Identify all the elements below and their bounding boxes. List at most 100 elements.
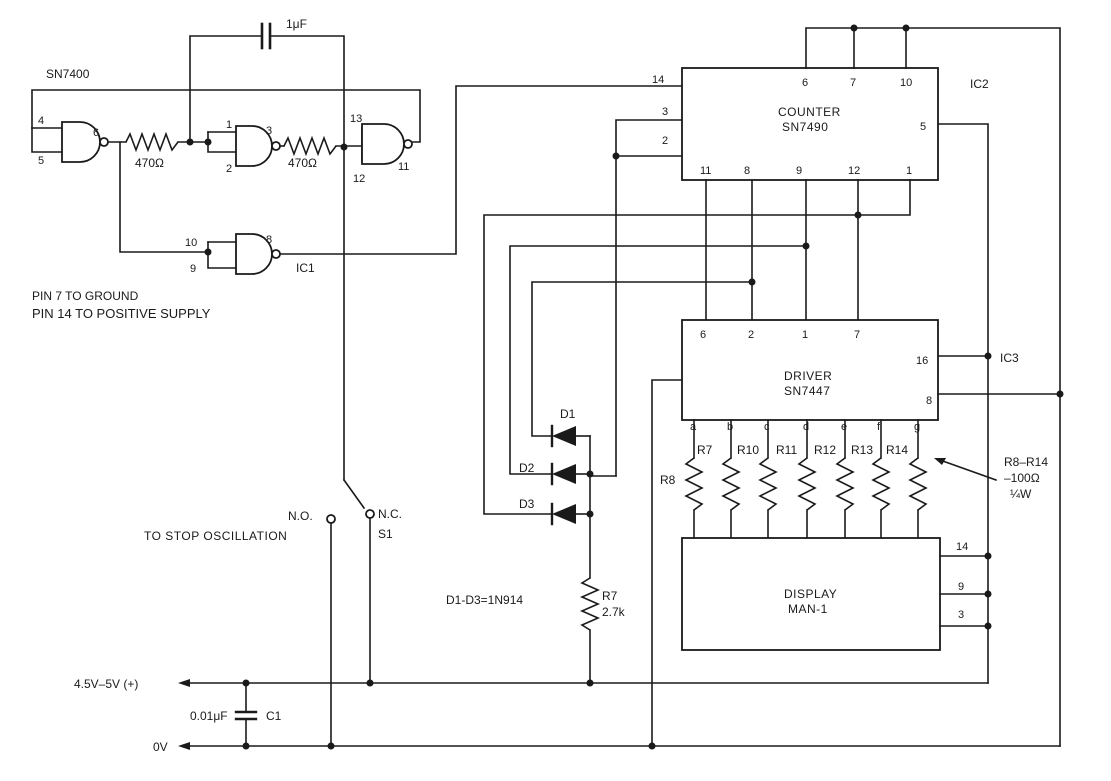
- diode-d1-label: D1: [560, 407, 576, 421]
- gate4-pin-b: 9: [190, 263, 196, 275]
- segment-b: b: [727, 421, 733, 433]
- counter-bottom-pin-1: 1: [906, 165, 912, 177]
- segment-resistor-g: [908, 419, 928, 539]
- counter-right-pin-5: 5: [920, 121, 926, 133]
- gate3-pin-a: 13: [350, 113, 362, 125]
- driver-top-pin-2: 2: [748, 329, 754, 341]
- switch-no-label: N.O.: [288, 509, 313, 523]
- supply-rails: 4.5V–5V (+) 0V 0.01μF C1: [74, 677, 1061, 754]
- r7-name: R7: [602, 589, 618, 603]
- counter-top-pin-6: 6: [802, 77, 808, 89]
- driver-ic3: DRIVER SN7447 IC3 6 2 1 7 16 8 a b c d e…: [242, 319, 1064, 750]
- oscillator-section: SN7400 4 5 6 470Ω 1μF 1 2 3 4: [31, 17, 683, 321]
- resistor-r7: [580, 577, 600, 631]
- ic3-label: IC3: [1000, 351, 1019, 365]
- c1-name: C1: [266, 709, 282, 723]
- segment-resistor-e: [835, 419, 855, 539]
- resistor-label-r14: R14: [886, 443, 908, 457]
- resistor-power-note: ¼W: [1010, 487, 1032, 501]
- counter-bottom-pin-9: 9: [796, 165, 802, 177]
- diode-d2: [550, 462, 591, 486]
- switch-s1: N.O. N.C. S1 TO STOP OSCILLATION: [144, 146, 402, 750]
- segment-resistor-a: [684, 419, 704, 539]
- power-note-ground: PIN 7 TO GROUND: [32, 289, 139, 303]
- ic-family-label: SN7400: [46, 67, 90, 81]
- diode-d3: [550, 502, 591, 526]
- driver-top-pin-1: 1: [802, 329, 808, 341]
- counter-top-pin-10: 10: [900, 77, 912, 89]
- display-pin-9: 9: [958, 581, 964, 593]
- segment-resistor-b: [721, 419, 741, 539]
- positive-rail-arrow: [178, 679, 190, 687]
- r7-value: 2.7k: [602, 605, 626, 619]
- switch-nc-label: N.C.: [378, 507, 402, 521]
- driver-box: [681, 319, 939, 421]
- gate3-pin-b: 12: [353, 173, 365, 185]
- segment-c: c: [764, 421, 770, 433]
- display-man1: DISPLAY MAN-1 14 9 3: [681, 537, 992, 651]
- gate2-pin-out: 3: [266, 125, 272, 137]
- display-box: [681, 537, 941, 651]
- c1-value: 0.01μF: [190, 709, 228, 723]
- gate2-pin-a: 1: [226, 119, 232, 131]
- power-note-supply: PIN 14 TO POSITIVE SUPPLY: [32, 306, 211, 321]
- resistor-470-a: [125, 131, 179, 153]
- resistor-range-note: R8–R14: [1004, 455, 1048, 469]
- segment-resistor-c: [758, 419, 778, 539]
- gate3-pin-out: 11: [398, 161, 409, 173]
- gate1-pin-b: 5: [38, 155, 44, 167]
- positive-supply-label: 4.5V–5V (+): [74, 677, 138, 691]
- counter-ic2: COUNTER SN7490 IC2 6 7 10 14 3 2 5 11 8 …: [483, 24, 1061, 747]
- gate2-pin-b: 2: [226, 163, 232, 175]
- resistor-470-a-value: 470Ω: [135, 156, 164, 170]
- resistor-label-r13: R13: [851, 443, 873, 457]
- segment-resistor-f: [871, 419, 891, 539]
- segment-resistors: R8 R7 R10 R11 R12 R13 R14 R8–R14 –100Ω ¼…: [660, 419, 1048, 539]
- counter-bottom-pin-8: 8: [744, 165, 750, 177]
- driver-part: SN7447: [784, 384, 830, 398]
- diode-d3-label: D3: [519, 497, 535, 511]
- gate4-pin-a: 10: [185, 237, 197, 249]
- counter-top-pin-7: 7: [850, 77, 856, 89]
- segment-f: f: [877, 421, 881, 433]
- driver-right-pin-16: 16: [916, 355, 928, 367]
- capacitor-1uf-value: 1μF: [286, 17, 307, 31]
- gate1-pin-out: 6: [93, 127, 99, 139]
- diode-d2-label: D2: [519, 461, 535, 475]
- driver-top-pin-6: 6: [700, 329, 706, 341]
- resistor-label-r7: R7: [697, 443, 713, 457]
- segment-g: g: [914, 421, 920, 433]
- display-pin-14: 14: [956, 541, 968, 553]
- resistor-470-b: [283, 135, 337, 157]
- resistor-470-b-value: 470Ω: [288, 156, 317, 170]
- switch-note: TO STOP OSCILLATION: [144, 529, 287, 543]
- ground-rail-arrow: [178, 742, 190, 750]
- counter-left-pin-2: 2: [662, 135, 668, 147]
- diode-note: D1-D3=1N914: [446, 593, 523, 607]
- diode-d1: [550, 424, 591, 448]
- counter-left-pin-3: 3: [662, 106, 668, 118]
- resistor-label-r8: R8: [660, 473, 676, 487]
- resistor-label-r10: R10: [737, 443, 759, 457]
- segment-resistor-d: [797, 419, 817, 539]
- counter-left-pin-14: 14: [652, 74, 664, 86]
- segment-d: d: [803, 421, 809, 433]
- ic1-label: IC1: [296, 261, 315, 275]
- driver-right-pin-8: 8: [926, 395, 932, 407]
- driver-title: DRIVER: [784, 369, 832, 383]
- display-title: DISPLAY: [784, 587, 837, 601]
- counter-title: COUNTER: [778, 105, 841, 119]
- counter-bottom-pin-11: 11: [700, 165, 711, 177]
- ic2-label: IC2: [970, 77, 989, 91]
- driver-top-pin-7: 7: [854, 329, 860, 341]
- switch-name: S1: [378, 527, 393, 541]
- display-pin-3: 3: [958, 609, 964, 621]
- gate4-pin-out: 8: [266, 234, 272, 246]
- resistor-label-r11: R11: [776, 443, 797, 457]
- counter-box: [681, 67, 939, 181]
- diode-network: D1 D2 D3 D1-D3=1N914 R7 2.7k: [446, 407, 626, 687]
- resistor-label-r12: R12: [814, 443, 836, 457]
- resistor-value-note: –100Ω: [1004, 471, 1040, 485]
- ground-label: 0V: [153, 740, 168, 754]
- gate1-pin-a: 4: [38, 115, 44, 127]
